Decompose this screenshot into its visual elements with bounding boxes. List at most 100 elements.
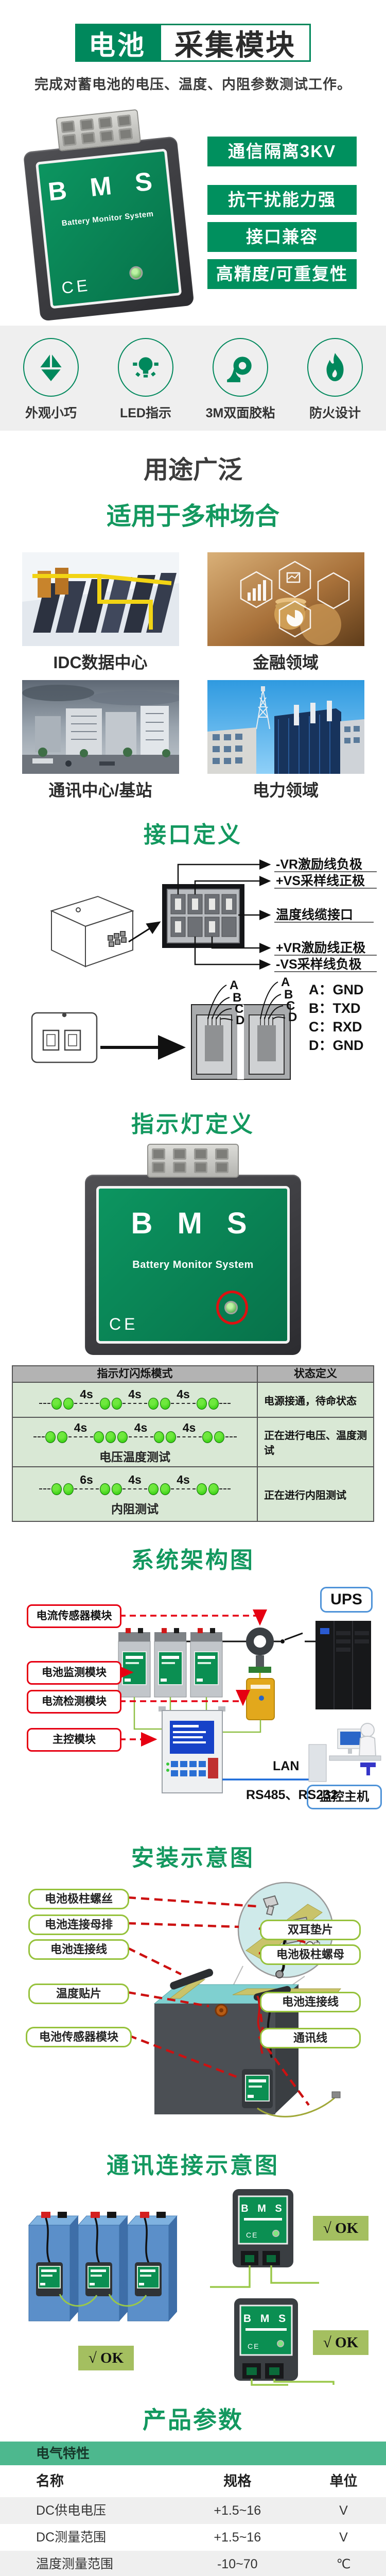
interval-label: 4s — [134, 1421, 148, 1434]
install-label: 温度贴片 — [28, 1984, 129, 2004]
led-dot — [154, 1431, 164, 1443]
indicator-title: 指示灯定义 — [131, 1112, 255, 1137]
wire-letter: D — [288, 1010, 297, 1024]
usage-title: 用途广泛 — [143, 456, 242, 484]
selling-points: 通信隔离3KV 抗干扰能力强 接口兼容 高精度/可重复性 — [207, 137, 357, 296]
legend-line: A：GND — [309, 982, 364, 997]
module-label-main-control: 主控模块 — [27, 1728, 121, 1752]
interval-label: 4s — [128, 1387, 142, 1401]
feature-led: LED指示 — [102, 338, 189, 421]
scene-grid: IDC数据中心 金融领域 — [0, 552, 386, 802]
feature-label: 外观小巧 — [25, 406, 77, 420]
blue-battery-group — [28, 2212, 178, 2321]
selling-point: 接口兼容 — [207, 222, 357, 252]
pattern-label: 电压温度测试 — [99, 1450, 170, 1464]
table-cell: +1.5~16 — [214, 2530, 261, 2545]
feature-label: 3M双面胶粘 — [205, 406, 275, 420]
compact-icon — [23, 338, 79, 397]
header-badge: 电池 — [75, 24, 160, 62]
device-brand: B M S — [131, 1207, 255, 1240]
led-dot — [148, 1397, 159, 1410]
ce-mark: CE — [60, 276, 92, 297]
module-ce: CE — [246, 2231, 258, 2239]
bms-device-large: B M S Battery Monitor System CE — [85, 1144, 301, 1355]
table-cell: 温度测量范围 — [36, 2557, 114, 2571]
selling-point: 抗干扰能力强 — [207, 185, 357, 215]
column-header: 名称 — [36, 2473, 64, 2489]
scene-label: IDC数据中心 — [53, 653, 148, 672]
main-control-icon — [159, 1706, 225, 1793]
module-brand: B M S — [243, 2313, 289, 2325]
device-name: Battery Monitor System — [132, 1259, 254, 1270]
install-label: 通讯线 — [260, 2028, 361, 2048]
install-label: 电池极柱螺母 — [260, 1944, 361, 1965]
scene-image-telecom — [22, 680, 179, 774]
table-cell: +1.5~16 — [214, 2503, 261, 2518]
led-dot — [208, 1397, 219, 1410]
interface-diagram: -VR激励线负极 +VS采样线正极 温度线缆接口 +VR激励线正极 -VS采样线… — [31, 857, 377, 1080]
led-dot — [57, 1431, 67, 1443]
led-dot — [63, 1483, 74, 1495]
interface-title: 接口定义 — [144, 822, 242, 848]
rj11-jacks — [191, 1004, 291, 1080]
table-cell: V — [339, 2530, 348, 2545]
feature-compact: 外观小巧 — [7, 338, 95, 421]
install-label: 电池连接线 — [28, 1939, 129, 1960]
module-label-current-sensor: 电流传感器模块 — [27, 1604, 121, 1628]
scene-image-power — [207, 680, 364, 774]
device-outline — [50, 895, 134, 968]
scene-label: 电力领域 — [252, 781, 319, 800]
current-module-icon — [246, 1678, 275, 1720]
device-brand: B M S — [46, 166, 162, 207]
bms-module-bottom: B M S CE — [234, 2298, 298, 2381]
table-row: 温度测量范围-10~70℃ — [0, 2551, 386, 2576]
led-dot — [51, 1483, 62, 1495]
bms-module-top: B M S CE — [233, 2189, 293, 2267]
selling-point: 高精度/可重复性 — [207, 259, 357, 289]
connector-icon — [147, 1144, 239, 1178]
led-dot — [99, 1397, 110, 1410]
usage-subtitle: 适用于多种场合 — [106, 503, 279, 530]
serial-label: RS485、RS232 — [246, 1788, 338, 1802]
interval-label: 4s — [182, 1421, 196, 1434]
module-brand: B M S — [241, 2203, 285, 2214]
device-body: B M S Battery Monitor System CE — [85, 1175, 301, 1355]
led-dot — [106, 1431, 116, 1443]
table-cell: -10~70 — [217, 2557, 258, 2571]
indicator-device-photo: B M S Battery Monitor System CE — [0, 1139, 386, 1355]
intro-text: 完成对蓄电池的电压、温度、内阻参数测试工作。 — [34, 77, 352, 92]
pattern-label: 内阻测试 — [111, 1502, 159, 1516]
table-band: 电气特性 — [0, 2442, 386, 2465]
legend-line: B：TXD — [309, 1001, 361, 1016]
pin-label: +VR激励线正极 — [276, 940, 365, 955]
host-label: 监控主机 — [307, 1785, 382, 1809]
status-text: 电源接通，待命状态 — [264, 1395, 357, 1407]
led-dot — [45, 1431, 56, 1443]
monitor-host-icon — [308, 1723, 381, 1782]
ok-badge: √ OK — [78, 2346, 134, 2370]
led-dot — [202, 1431, 213, 1443]
communication-diagram: B M S CE B M S CE — [0, 2180, 386, 2386]
device-outline-small — [31, 1012, 98, 1063]
pin-label: 温度线缆接口 — [276, 907, 353, 922]
wire-letter: A — [281, 975, 290, 989]
led-dot — [214, 1431, 224, 1443]
current-sensor-icon — [246, 1628, 274, 1673]
install-label: 电池极柱螺丝 — [28, 1889, 129, 1909]
page-header: 电池 采集模块 — [0, 24, 386, 62]
table-cell: DC供电电压 — [36, 2503, 107, 2518]
led-highlight-ring — [216, 1291, 248, 1325]
module-label-battery-monitor: 电池监测模块 — [27, 1661, 121, 1685]
column-header: 规格 — [223, 2473, 252, 2489]
ok-badge: √ OK — [313, 2330, 369, 2355]
led-dot — [51, 1397, 62, 1410]
installation-title: 安装示意图 — [131, 1845, 255, 1871]
architecture-diagram: 电流传感器模块 电池监测模块 电流检测模块 主控模块 UPS 监控主机 LAN … — [0, 1574, 386, 1817]
fire-icon — [307, 338, 363, 397]
scene-finance: 金融领域 — [206, 552, 365, 674]
